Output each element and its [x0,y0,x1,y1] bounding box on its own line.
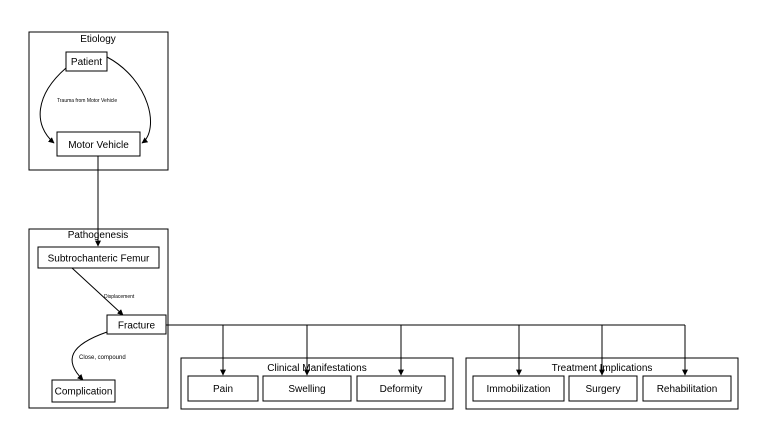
cluster-clinical-title: Clinical Manifestations [267,363,367,374]
node-deformity-label: Deformity [380,384,423,395]
node-surgery[interactable]: Surgery [568,375,638,402]
edge-fracture-to-complication [71,331,108,381]
node-fracture-label: Fracture [118,321,156,332]
edge-patient-to-motor-vehicle-left [39,67,67,144]
edge-label-trauma: Trauma from Motor Vehicle [57,98,117,104]
node-immobilization[interactable]: Immobilization [472,375,565,402]
node-pain-label: Pain [213,384,233,395]
edge-patient-to-motor-vehicle-right [106,56,151,144]
node-motor-vehicle[interactable]: Motor Vehicle [56,131,141,157]
node-surgery-label: Surgery [585,384,620,395]
node-subtrochanteric-femur-label: Subtrochanteric Femur [48,254,150,265]
node-fracture[interactable]: Fracture [106,314,167,335]
node-swelling-label: Swelling [288,384,325,395]
node-complication-label: Complication [55,387,113,398]
node-complication[interactable]: Complication [51,379,116,403]
node-patient-label: Patient [71,57,102,68]
node-pain[interactable]: Pain [187,375,259,402]
cluster-etiology-title: Etiology [80,34,116,45]
edge-label-displacement: Displacement [104,294,135,300]
node-swelling[interactable]: Swelling [262,375,352,402]
node-deformity[interactable]: Deformity [356,375,446,402]
edges: Trauma from Motor Vehicle Displacement C… [39,56,688,381]
node-rehabilitation-label: Rehabilitation [657,384,718,395]
node-immobilization-label: Immobilization [487,384,551,395]
edge-label-close-compound: Close, compound [79,355,126,361]
node-motor-vehicle-label: Motor Vehicle [68,140,129,151]
edge-femur-to-fracture [71,267,124,316]
node-subtrochanteric-femur[interactable]: Subtrochanteric Femur [37,246,160,269]
node-rehabilitation[interactable]: Rehabilitation [642,375,732,402]
node-patient[interactable]: Patient [65,51,108,72]
